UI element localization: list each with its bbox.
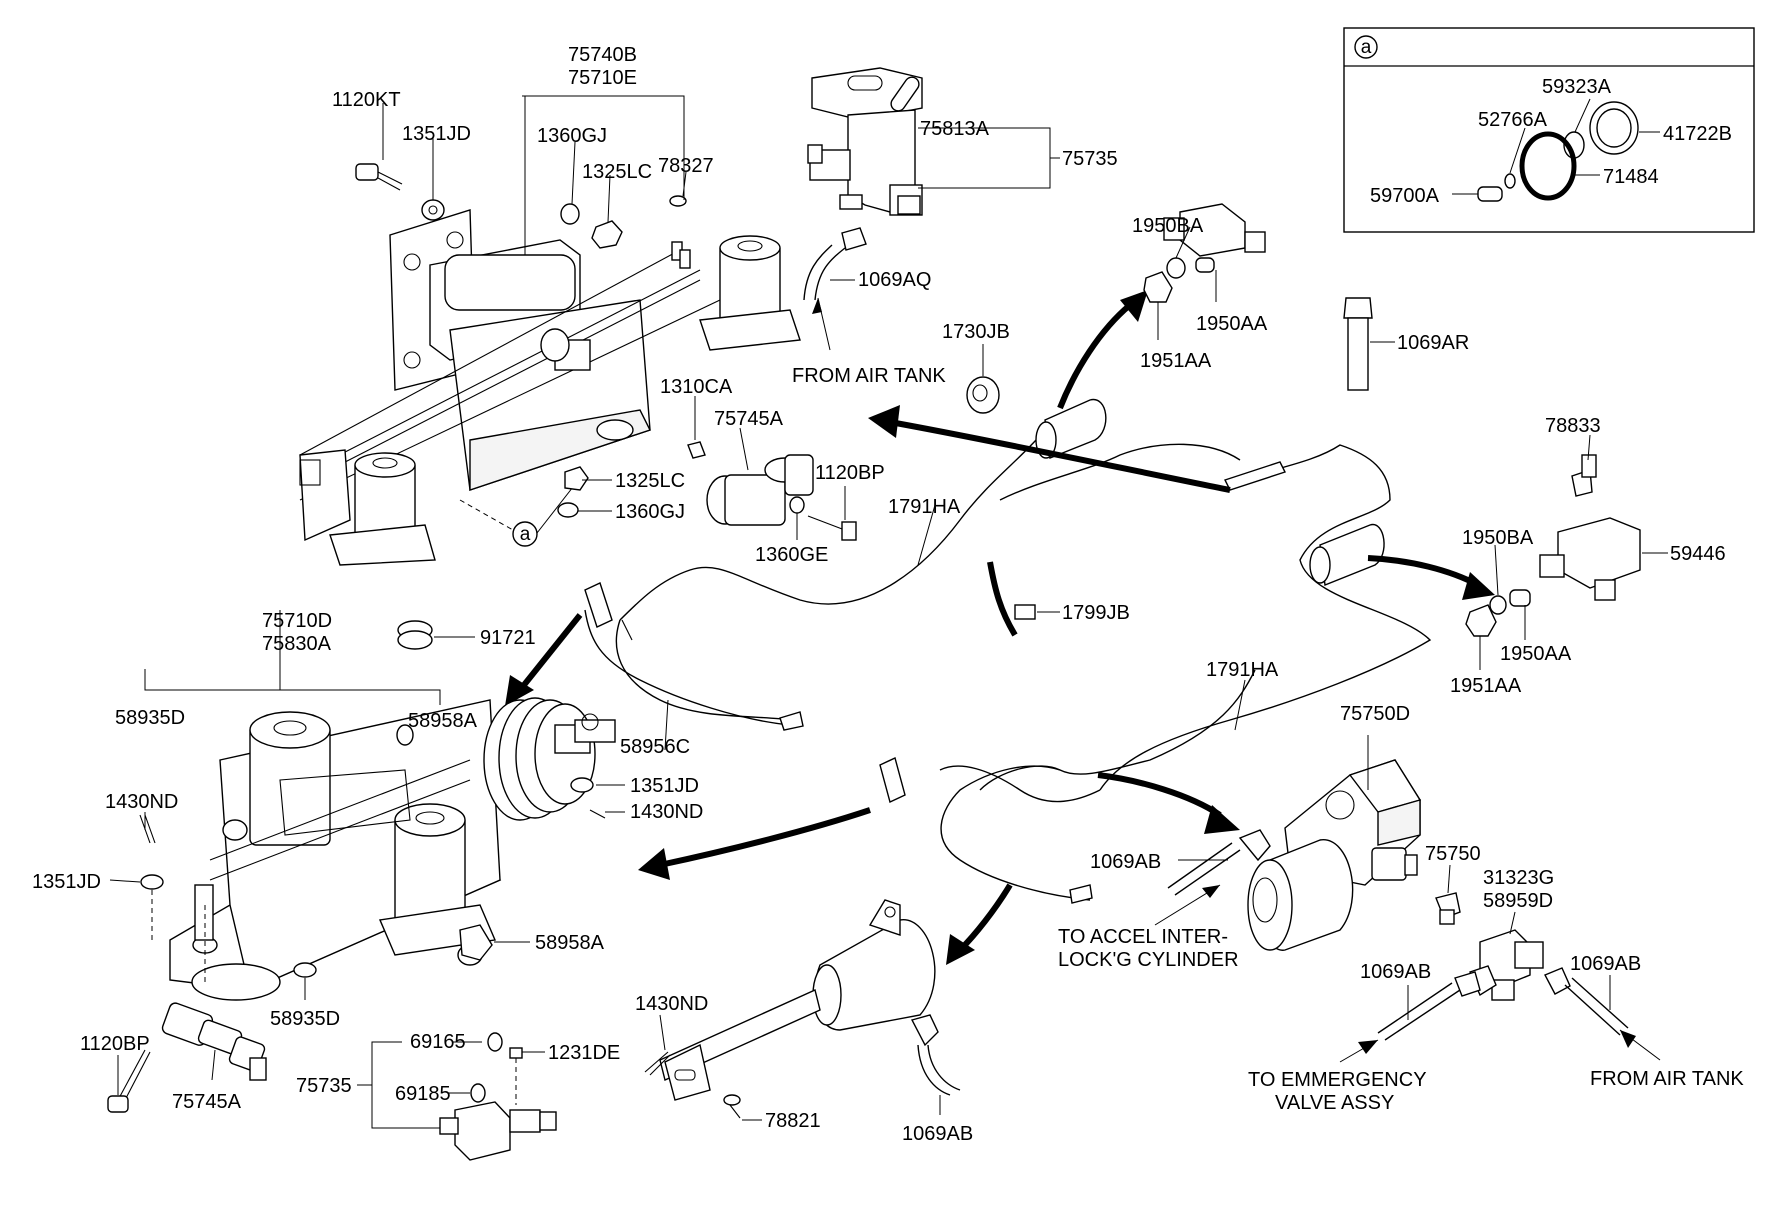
air-cylinder-bottom <box>644 899 936 1121</box>
hose-1069AR <box>1343 297 1395 391</box>
label-75745A-mid: 75745A <box>714 408 784 430</box>
label-75830A: 75830A <box>262 633 332 655</box>
label-75735-top: 75735 <box>1062 148 1118 170</box>
label-78821: 78821 <box>765 1110 821 1132</box>
label-1120BP-mid: 1120BP <box>815 462 885 484</box>
bolt-1120KT <box>355 163 403 191</box>
label-75750D: 75750D <box>1340 703 1410 725</box>
label-to-emergency-line2: VALVE ASSY <box>1275 1092 1394 1114</box>
label-41722B: 41722B <box>1663 123 1732 145</box>
label-75750: 75750 <box>1425 843 1481 865</box>
air-tank-right <box>1309 524 1385 586</box>
label-75710E: 75710E <box>568 67 637 89</box>
label-52766A: 52766A <box>1478 109 1548 131</box>
label-1950BA-right: 1950BA <box>1462 527 1534 549</box>
label-78833: 78833 <box>1545 415 1601 437</box>
label-1791HA-mid: 1791HA <box>1206 659 1279 681</box>
hose-1069AB-bottom <box>910 1014 961 1115</box>
grommet-91721 <box>397 620 475 650</box>
label-31323G: 31323G <box>1483 867 1554 889</box>
label-1069AB-r2: 1069AB <box>1570 953 1641 975</box>
label-78327: 78327 <box>658 155 714 177</box>
label-1360GJ-mid: 1360GJ <box>615 501 685 523</box>
tee-fitting-59446 <box>1465 434 1668 670</box>
air-tank-top <box>1035 399 1107 459</box>
relay-fitting-middle <box>557 396 857 541</box>
label-1069AR: 1069AR <box>1397 332 1469 354</box>
label-1069AB-right: 1069AB <box>1360 961 1431 983</box>
label-1430ND-bottom: 1430ND <box>635 993 708 1015</box>
label-1069AQ: 1069AQ <box>858 269 931 291</box>
label-from-air-tank-top: FROM AIR TANK <box>792 365 946 387</box>
label-1791HA-top: 1791HA <box>888 496 961 518</box>
label-1325LC-mid: 1325LC <box>615 470 685 492</box>
parking-brake-valve <box>803 67 1060 351</box>
hose-to-emergency <box>1339 971 1481 1063</box>
callout-a: a <box>520 524 531 545</box>
bottom-fitting-75745A <box>107 1002 267 1113</box>
label-69185: 69185 <box>395 1083 451 1105</box>
label-1351JD-top: 1351JD <box>402 123 471 145</box>
label-1120BP-bottom: 1120BP <box>80 1033 150 1055</box>
label-1310CA: 1310CA <box>660 376 733 398</box>
label-58958A-bottom: 58958A <box>535 932 605 954</box>
label-1120KT: 1120KT <box>332 89 401 111</box>
label-1950AA-right: 1950AA <box>1500 643 1572 665</box>
label-1069AB-mid: 1069AB <box>1090 851 1161 873</box>
label-58935D-left: 58935D <box>115 707 185 729</box>
label-1799JB: 1799JB <box>1062 602 1130 624</box>
chassis-air-lines <box>584 399 1432 904</box>
fitting-set-top <box>1143 203 1266 340</box>
label-58956C: 58956C <box>620 736 690 758</box>
label-58935D-bottom: 58935D <box>270 1008 340 1030</box>
hose-from-air-tank <box>1544 967 1661 1061</box>
label-1950BA-top: 1950BA <box>1132 215 1204 237</box>
lower-relay-valve-assembly <box>144 610 616 1001</box>
label-75735-bottom: 75735 <box>296 1075 352 1097</box>
label-1351JD-mid: 1351JD <box>630 775 699 797</box>
label-1951AA-top: 1951AA <box>1140 350 1212 372</box>
label-69165: 69165 <box>410 1031 466 1053</box>
clamp-1799JB <box>987 561 1060 637</box>
hose-1069AB-accel <box>1154 829 1271 926</box>
label-1351JD-left: 1351JD <box>32 871 101 893</box>
label-1430ND-mid: 1430ND <box>630 801 703 823</box>
label-59700A: 59700A <box>1370 185 1440 207</box>
label-from-air-tank-right: FROM AIR TANK <box>1590 1068 1744 1090</box>
top-relay-valve-assembly: a <box>299 95 801 566</box>
solenoid-valve-75735 <box>357 1032 557 1161</box>
label-1430ND-left: 1430ND <box>105 791 178 813</box>
label-1325LC-top: 1325LC <box>582 161 652 183</box>
label-71484: 71484 <box>1603 166 1659 188</box>
label-91721: 91721 <box>480 627 536 649</box>
label-58958A-top: 58958A <box>408 710 478 732</box>
label-1069AB-bottom: 1069AB <box>902 1123 973 1145</box>
label-1951AA-right: 1951AA <box>1450 675 1522 697</box>
label-1360GJ-top: 1360GJ <box>537 125 607 147</box>
brake-chamber <box>483 697 616 821</box>
label-59323A: 59323A <box>1542 76 1612 98</box>
tee-fitting-31323G <box>1435 864 1544 1001</box>
label-1231DE: 1231DE <box>548 1042 620 1064</box>
label-75740B: 75740B <box>568 44 637 66</box>
grommet-1730JB <box>966 344 1000 414</box>
valve-75750D <box>1247 735 1422 951</box>
label-58959D: 58959D <box>1483 890 1553 912</box>
label-1950AA-top: 1950AA <box>1196 313 1268 335</box>
label-to-emergency-line1: TO EMMERGENCY <box>1248 1069 1427 1091</box>
label-59446: 59446 <box>1670 543 1726 565</box>
detail-inset-a: a 59323A 52766A 41722B 71484 59700A <box>1343 27 1755 233</box>
label-75710D: 75710D <box>262 610 332 632</box>
label-75813A: 75813A <box>920 118 990 140</box>
label-75745A-bottom: 75745A <box>172 1091 242 1113</box>
direction-arrows <box>505 290 1495 965</box>
label-to-accel-line2: LOCK'G CYLINDER <box>1058 949 1239 971</box>
label-1730JB: 1730JB <box>942 321 1010 343</box>
label-1360GE: 1360GE <box>755 544 828 566</box>
inset-marker-a: a <box>1361 37 1372 58</box>
label-to-accel-line1: TO ACCEL INTER- <box>1058 926 1228 948</box>
